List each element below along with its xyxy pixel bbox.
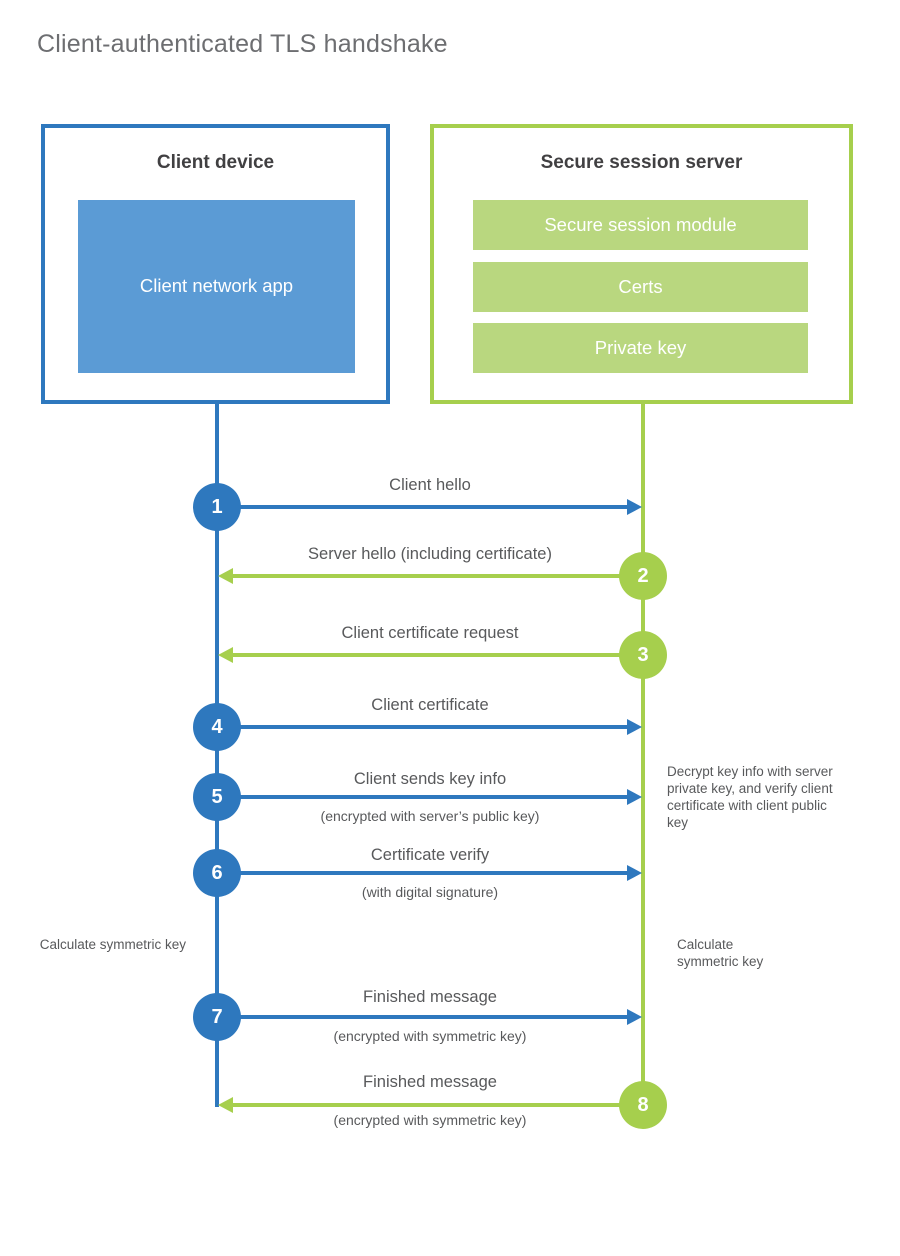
step-1-number: 1 xyxy=(211,495,223,518)
step-8-number: 8 xyxy=(637,1093,649,1116)
step-7-arrow-shaft xyxy=(217,1015,627,1019)
step-7-arrowhead-icon xyxy=(627,1009,642,1025)
step-7-number: 7 xyxy=(211,1005,223,1028)
step-5-arrowhead-icon xyxy=(627,789,642,805)
step-6-arrow-shaft xyxy=(217,871,627,875)
step-5-label: Client sends key info xyxy=(353,770,507,788)
server-decrypt-note: Decrypt key info with server private key… xyxy=(667,764,833,830)
step-8-badge: 8 xyxy=(619,1081,667,1129)
step-8-arrow-shaft xyxy=(233,1103,643,1107)
step-7-badge: 7 xyxy=(193,993,241,1041)
step-2-badge: 2 xyxy=(619,552,667,600)
step-3-arrowhead-icon xyxy=(218,647,233,663)
step-6-badge: 6 xyxy=(193,849,241,897)
server-module-private-key: Private key xyxy=(473,323,808,373)
step-7-label: Finished message xyxy=(363,988,497,1006)
step-1-arrow-shaft xyxy=(217,505,627,509)
step-6-arrowhead-icon xyxy=(627,865,642,881)
step-3-arrow-shaft xyxy=(233,653,643,657)
step-3-label: Client certificate request xyxy=(341,624,519,642)
step-2-arrow-shaft xyxy=(233,574,643,578)
step-4-badge: 4 xyxy=(193,703,241,751)
step-5-badge: 5 xyxy=(193,773,241,821)
step-1-badge: 1 xyxy=(193,483,241,531)
step-1-label: Client hello xyxy=(389,476,471,494)
step-5-arrow-shaft xyxy=(217,795,627,799)
server-module-private-key-label: Private key xyxy=(594,337,687,358)
step-7-subtitle: (encrypted with symmetric key) xyxy=(333,1028,527,1044)
step-5-number: 5 xyxy=(211,785,223,808)
step-4-arrow-shaft xyxy=(217,725,627,729)
server-module-certs: Certs xyxy=(473,262,808,312)
server-lifeline xyxy=(641,404,645,1115)
step-8-arrowhead-icon xyxy=(218,1097,233,1113)
client-network-app-box: Client network app xyxy=(78,200,355,373)
step-4-arrowhead-icon xyxy=(627,719,642,735)
step-2-number: 2 xyxy=(637,564,649,587)
client-lifeline xyxy=(215,404,219,1107)
step-2-arrowhead-icon xyxy=(218,568,233,584)
secure-session-server-title: Secure session server xyxy=(540,152,743,173)
step-6-number: 6 xyxy=(211,861,223,884)
step-3-number: 3 xyxy=(637,643,649,666)
server-module-certs-label: Certs xyxy=(618,276,663,297)
page-title: Client-authenticated TLS handshake xyxy=(37,30,448,58)
step-6-subtitle: (with digital signature) xyxy=(361,884,499,900)
step-2-label: Server hello (including certificate) xyxy=(308,545,552,563)
server-module-secure-session-label: Secure session module xyxy=(544,214,737,235)
step-6-label: Certificate verify xyxy=(370,846,490,864)
client-device-title: Client device xyxy=(156,152,275,173)
step-4-number: 4 xyxy=(211,715,223,738)
step-8-subtitle: (encrypted with symmetric key) xyxy=(333,1112,527,1128)
step-5-subtitle: (encrypted with server’s public key) xyxy=(320,808,540,824)
server-module-secure-session: Secure session module xyxy=(473,200,808,250)
client-network-app-label: Client network app xyxy=(139,275,294,297)
step-3-badge: 3 xyxy=(619,631,667,679)
step-4-label: Client certificate xyxy=(371,696,489,714)
client-calculate-symmetric-key-note: Calculate symmetric key xyxy=(39,937,186,952)
step-8-label: Finished message xyxy=(363,1073,497,1091)
step-1-arrowhead-icon xyxy=(627,499,642,515)
server-calculate-symmetric-key-note: Calculate symmetric key xyxy=(677,937,764,969)
